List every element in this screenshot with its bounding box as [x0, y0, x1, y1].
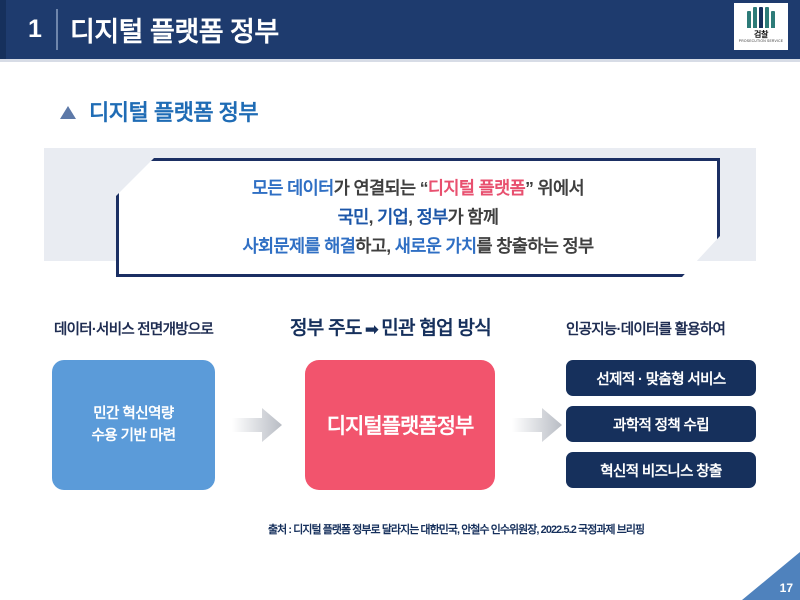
header-underline [0, 59, 800, 62]
header-left-accent [0, 0, 6, 59]
slide-header: 1 디지털 플랫폼 정부 [0, 0, 800, 59]
callout-l1-emph1: 모든 데이터 [251, 178, 334, 198]
diagram-heading-center-after: 민관 협업 방식 [381, 318, 492, 339]
callout-l2-emph3: 정부 [416, 207, 448, 227]
diagram-heading-left: 데이터·서비스 전면개방으로 [54, 322, 214, 338]
diagram-outcome-3: 혁신적 비즈니스 창출 [566, 452, 756, 488]
callout-l2-text1: 가 함께 [447, 207, 499, 227]
diagram-box-left-line1: 민간 혁신역량 [93, 406, 174, 422]
arrow-right-icon-2 [512, 408, 562, 442]
callout-l1-emph2: 디지털 플랫폼 [427, 178, 526, 198]
page-number-corner: 17 [742, 552, 800, 600]
triangle-up-icon [60, 106, 76, 119]
corner-triangle [742, 552, 800, 600]
callout-l1-text1: 가 연결되는 “ [333, 178, 428, 198]
diagram-box-left-text: 민간 혁신역량 수용 기반 마련 [91, 403, 176, 447]
logo-name: 검찰 [753, 30, 769, 39]
diagram-box-center-text: 디지털플랫폼정부 [326, 415, 475, 438]
callout-line-2: 국민, 기업, 정부가 함께 [338, 204, 499, 231]
page-number: 17 [779, 581, 793, 595]
callout-l2-emph1: 국민 [337, 207, 369, 227]
callout-l1-text2: ” 위에서 [525, 178, 585, 198]
header-divider [56, 9, 58, 50]
arrow-right-icon-1 [232, 408, 282, 442]
callout-l3-emph1: 사회문제를 해결 [242, 236, 356, 256]
diagram-box-left-line2: 수용 기반 마련 [91, 428, 176, 444]
logo-subtitle: PROSECUTION SERVICE [738, 39, 784, 43]
callout-line-3: 사회문제를 해결하고, 새로운 가치를 창출하는 정부 [242, 233, 593, 260]
callout-l3-text2: 를 창출하는 정부 [476, 236, 594, 256]
section-heading: 디지털 플랫폼 정부 [60, 95, 259, 127]
source-citation: 출처 : 디지털 플랫폼 정부로 달라지는 대한민국, 안철수 인수위원장, 2… [268, 524, 645, 536]
section-heading-label: 디지털 플랫폼 정부 [89, 100, 259, 125]
definition-callout: 모든 데이터가 연결되는 “디지털 플랫폼” 위에서 국민, 기업, 정부가 함… [116, 158, 720, 277]
arrow-right-icon: ➡ [364, 320, 379, 339]
prosecution-service-logo: 검찰 PROSECUTION SERVICE [734, 3, 788, 50]
diagram-box-left: 민간 혁신역량 수용 기반 마련 [52, 360, 215, 490]
diagram-heading-center-before: 정부 주도 [290, 318, 362, 339]
page-title: 디지털 플랫폼 정부 [70, 17, 279, 47]
diagram-heading-center: 정부 주도➡민관 협업 방식 [290, 313, 492, 340]
callout-l2-sep2: , [408, 207, 417, 227]
diagram-outcome-2: 과학적 정책 수립 [566, 406, 756, 442]
diagram-box-center: 디지털플랫폼정부 [305, 360, 495, 490]
header-slide-number: 1 [28, 15, 42, 43]
callout-line-1: 모든 데이터가 연결되는 “디지털 플랫폼” 위에서 [252, 175, 584, 202]
diagram-heading-right: 인공지능·데이터를 활용하여 [566, 322, 726, 338]
callout-l2-emph2: 기업 [377, 207, 409, 227]
callout-l3-emph2: 새로운 가치 [394, 236, 477, 256]
diagram-outcome-1: 선제적 · 맞춤형 서비스 [566, 360, 756, 396]
callout-l2-sep1: , [368, 207, 378, 227]
logo-bars-icon [747, 7, 775, 28]
callout-l3-text1: 하고, [355, 236, 395, 256]
